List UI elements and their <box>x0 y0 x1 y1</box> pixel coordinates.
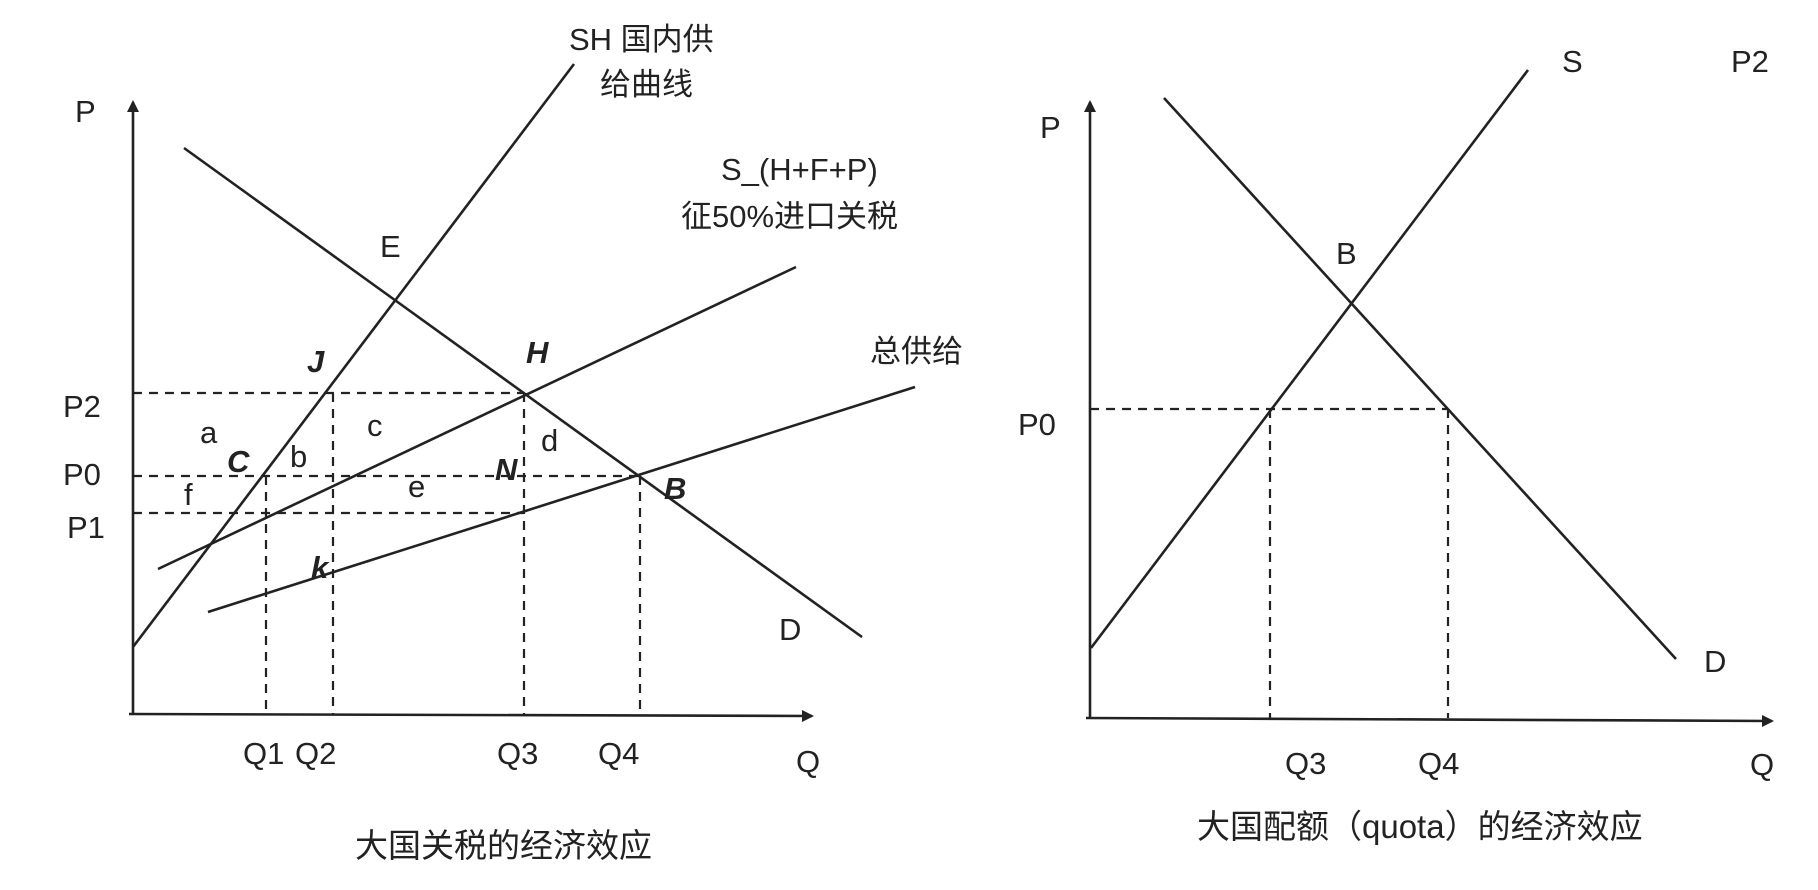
left-q2-label: Q2 <box>295 736 336 771</box>
left-point-j: J <box>307 344 325 379</box>
left-point-c: C <box>227 444 250 479</box>
left-point-b: B <box>664 471 686 506</box>
left-axis-q-label: Q <box>796 744 820 779</box>
left-domestic-supply-label-1: SH 国内供 <box>569 22 714 57</box>
left-tariff-supply-curve <box>157 265 797 571</box>
left-p2-label: P2 <box>63 389 101 424</box>
right-point-b: B <box>1336 236 1357 271</box>
right-diagram: P Q S P2 D B P0 Q3 Q4 大国配额（quota）的经济效应 <box>1018 44 1774 845</box>
left-area-a: a <box>200 415 218 450</box>
right-axis-q-label: Q <box>1750 747 1774 782</box>
left-domestic-supply-label-2: 给曲线 <box>600 67 693 102</box>
right-q-axis <box>1085 714 1774 727</box>
left-area-d: d <box>541 423 558 458</box>
left-q3-label: Q3 <box>497 736 538 771</box>
left-point-h: H <box>526 335 549 370</box>
left-total-supply-curve <box>207 385 916 614</box>
left-area-c: c <box>367 408 383 443</box>
left-point-k: k <box>311 550 330 585</box>
right-demand-curve <box>1163 97 1677 660</box>
left-p0-label: P0 <box>63 457 101 492</box>
left-domestic-supply-curve <box>131 63 576 648</box>
left-tariff-supply-label-1: S_(H+F+P) <box>721 152 878 187</box>
right-p0-label: P0 <box>1018 407 1056 442</box>
right-axis-p-label: P <box>1040 110 1061 145</box>
left-point-n: N <box>495 452 518 487</box>
left-area-b: b <box>290 439 307 474</box>
left-caption: 大国关税的经济效应 <box>355 827 652 864</box>
left-area-e: e <box>408 469 425 504</box>
left-axis-p-label: P <box>75 94 96 129</box>
left-q1-label: Q1 <box>243 736 284 771</box>
left-area-f: f <box>184 477 193 512</box>
right-demand-label: D <box>1704 644 1726 679</box>
right-p2-corner-label: P2 <box>1731 44 1769 79</box>
left-total-supply-label: 总供给 <box>870 334 963 369</box>
right-q4-label: Q4 <box>1418 746 1459 781</box>
left-point-e: E <box>380 229 401 264</box>
right-supply-label: S <box>1562 44 1583 79</box>
left-p1-label: P1 <box>67 510 105 545</box>
right-q3-label: Q3 <box>1285 746 1326 781</box>
left-q-axis <box>128 709 814 722</box>
left-demand-label: D <box>779 612 801 647</box>
left-q4-label: Q4 <box>598 736 639 771</box>
right-supply-curve <box>1089 69 1530 649</box>
left-diagram: P Q SH 国内供 给曲线 S_(H+F+P) 征50%进口关税 总供给 D … <box>63 22 963 864</box>
left-tariff-supply-label-2: 征50%进口关税 <box>681 199 898 234</box>
right-caption: 大国配额（quota）的经济效应 <box>1197 808 1643 845</box>
